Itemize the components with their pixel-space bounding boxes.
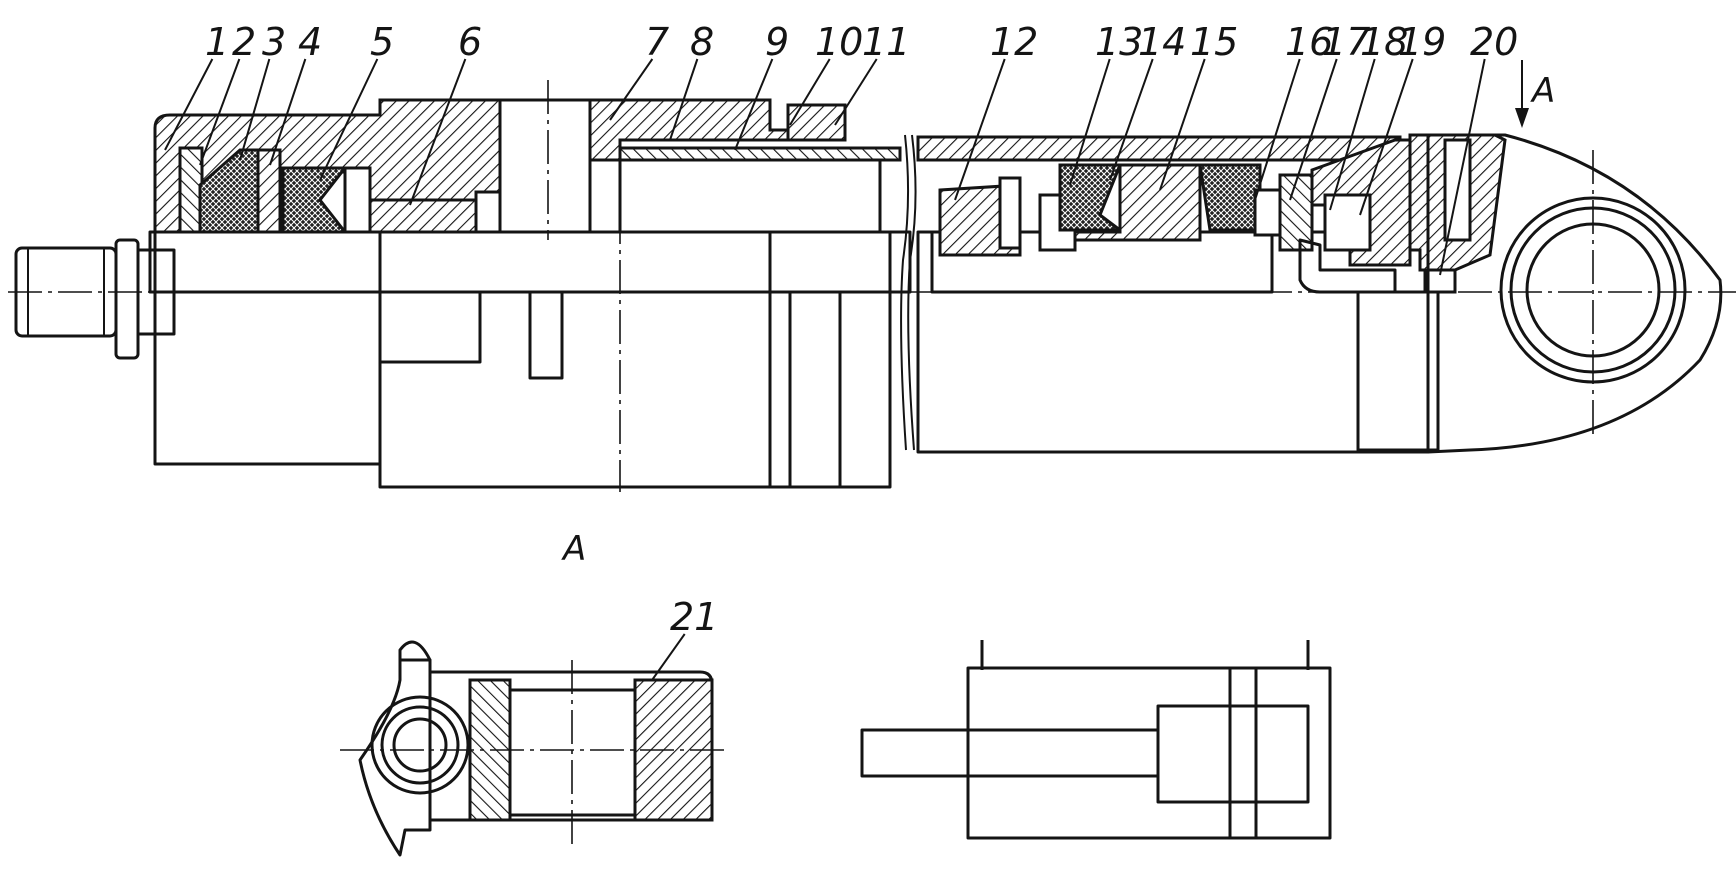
port-slot (528, 290, 564, 380)
wiper-seal (198, 148, 260, 234)
callout-5: 5 (370, 20, 394, 64)
section-a-view (340, 640, 730, 857)
end-cap-pin (1423, 268, 1457, 294)
callout-leader-20 (1439, 58, 1486, 276)
callout-12: 12 (990, 20, 1038, 64)
schematic-piston-head (1156, 704, 1232, 804)
rod-end-nut (114, 238, 140, 360)
callout-leader-19 (1359, 58, 1414, 216)
break-line-right (907, 134, 917, 451)
tube-stub (768, 230, 892, 489)
piston-rod (148, 230, 912, 294)
callout-15: 15 (1190, 20, 1238, 64)
callout-14: 14 (1138, 20, 1186, 64)
callout-16: 16 (1285, 20, 1333, 64)
section-label: A (561, 529, 586, 569)
section-a-ring-inner (380, 705, 460, 785)
callout-leader-11 (834, 58, 878, 126)
callout-11: 11 (862, 20, 910, 64)
section-a-outline (358, 658, 432, 857)
callout-leader-2 (199, 58, 241, 166)
port-boss (378, 230, 772, 489)
callout-leader-10 (789, 58, 831, 126)
tube-wall-right (916, 135, 1402, 162)
callout-leader-9 (734, 58, 774, 151)
schematic-barrel (966, 666, 1332, 840)
callout-7: 7 (645, 20, 669, 64)
callout-18: 18 (1360, 20, 1408, 64)
tube-bore (618, 158, 882, 234)
callout-leader-12 (954, 58, 1006, 201)
backup-ring (256, 148, 282, 234)
boss-step (378, 290, 482, 364)
callout-3: 3 (262, 20, 286, 64)
schematic-rod (860, 728, 1160, 778)
view-arrow-head (1515, 108, 1529, 128)
callout-8: 8 (690, 20, 714, 64)
cap-body-lower (1356, 290, 1440, 452)
callout-9: 9 (765, 20, 789, 64)
cap-retainer (1298, 238, 1397, 294)
callout-leader-18 (1329, 58, 1376, 211)
callout-leader-3 (239, 58, 271, 161)
piston-spacer (1253, 188, 1282, 237)
gland-housing-body (153, 230, 382, 466)
callout-20: 20 (1470, 20, 1518, 64)
callout-leader-14 (1109, 58, 1154, 181)
cylinder-assembly: A (8, 60, 1736, 492)
callout-leader-1 (164, 58, 214, 151)
cylinder-tube-wall (618, 146, 902, 162)
schematic-piston (1228, 666, 1258, 840)
callout-leader-4 (269, 58, 307, 166)
callout-4: 4 (298, 20, 322, 64)
callout-13: 13 (1095, 20, 1143, 64)
callout-17: 17 (1322, 20, 1370, 64)
callout-21: 21 (670, 595, 718, 639)
section-a-ring-outer (370, 695, 470, 795)
eye-end-body (1426, 133, 1723, 454)
guide-bushing (368, 198, 492, 234)
callout-leader-6 (409, 58, 467, 206)
callout-10: 10 (815, 20, 863, 64)
piston-seal-left (1058, 163, 1125, 232)
callout-19: 19 (1398, 20, 1446, 64)
callout-leader-5 (319, 58, 379, 181)
callout-2: 2 (232, 20, 256, 64)
section-a-bore (392, 717, 448, 773)
piston-seal-right (1198, 163, 1262, 232)
lock-nut-lower (788, 290, 842, 489)
callout-leader-7 (609, 58, 654, 121)
u-cup-seal (281, 166, 349, 234)
guide-spacer (343, 166, 372, 234)
view-marker-label: A (1530, 71, 1555, 111)
cylinder-schematic (860, 640, 1332, 840)
callout-leader-15 (1159, 58, 1206, 191)
callout-leader-17 (1289, 58, 1338, 201)
callout-6: 6 (458, 20, 482, 64)
callout-leader-8 (669, 58, 699, 141)
callout-leader-16 (1254, 58, 1301, 201)
lock-nut (786, 103, 847, 142)
callout-leader-13 (1069, 58, 1111, 186)
break-line-left (900, 134, 910, 451)
schematic-cap-rect (1254, 704, 1310, 804)
piston-nut-pin (998, 176, 1022, 250)
port-bore (498, 98, 592, 234)
cap-ring (1278, 173, 1314, 252)
callout-1: 1 (205, 20, 229, 64)
